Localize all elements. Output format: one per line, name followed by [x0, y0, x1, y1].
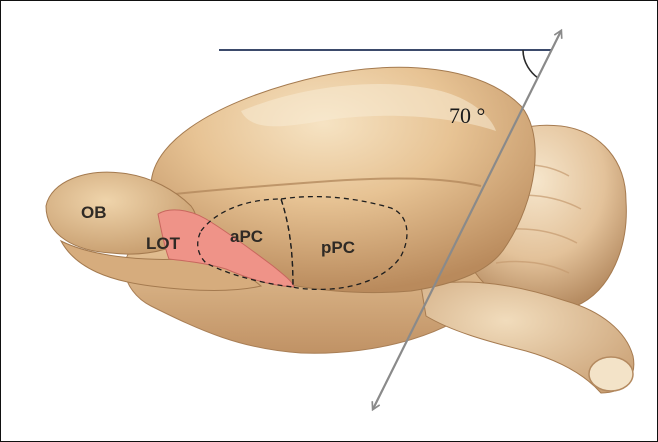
angle-arc	[523, 50, 538, 78]
label-ob: OB	[81, 203, 107, 222]
label-ppc: pPC	[321, 238, 355, 257]
angle-label: 70 °	[449, 103, 485, 128]
label-apc: aPC	[230, 227, 263, 246]
label-lot: LOT	[146, 234, 181, 253]
spinal-cord-cut	[589, 357, 633, 391]
